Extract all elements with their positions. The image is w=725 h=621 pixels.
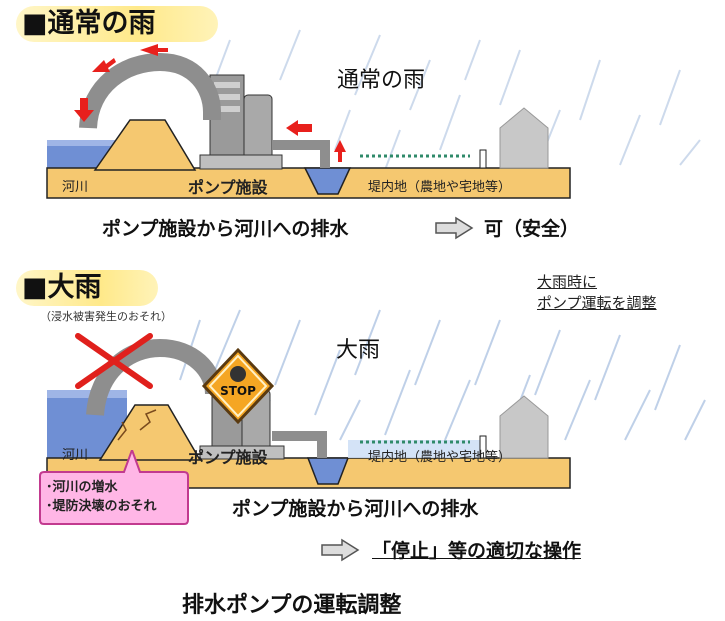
levee: [93, 119, 197, 171]
warning-callout-text: ･河川の増水 ･堤防決壊のおそれ: [46, 478, 157, 516]
house-icon: [499, 107, 549, 169]
heavy-rain-streaks: [179, 309, 706, 441]
adjust-note-line2: ポンプ運転を調整: [537, 294, 657, 312]
adjust-note-line1: 大雨時に: [537, 273, 598, 291]
pump-label-heavy: ポンプ施設: [188, 448, 268, 467]
inland-label-heavy: 堤内地（農地や宅地等）: [368, 450, 512, 465]
pump-label-normal: ポンプ施設: [188, 178, 268, 197]
inland-label-normal: 堤内地（農地や宅地等）: [368, 180, 512, 195]
caption-heavy-action: 「停止」等の適切な操作: [372, 540, 582, 562]
caption-normal-right: 可（安全）: [484, 218, 580, 240]
drain-channel: [303, 167, 352, 195]
section-tag-normal: ■通常の雨: [16, 6, 218, 42]
rain-label-heavy: 大雨: [336, 338, 381, 363]
arrow-right-icon: [435, 216, 474, 240]
figure-title: 排水ポンプの運転調整: [182, 593, 402, 618]
discharge-pipe-heavy: [86, 338, 223, 417]
flow-arrows: [74, 44, 346, 162]
inland-flood: [348, 440, 480, 458]
cross-icon: [75, 333, 153, 389]
adjust-note: 大雨時に ポンプ運転を調整: [537, 272, 657, 314]
warning-callout: [39, 450, 189, 525]
section-tag-heavy: ■大雨: [16, 270, 158, 306]
normal-rain-diagram: [46, 29, 701, 199]
heavy-subtitle: （浸水被害発生のおそれ）: [40, 310, 172, 323]
arrow-right-icon-heavy: [321, 538, 360, 562]
discharge-pipe: [79, 52, 221, 129]
crack-lines: [117, 409, 157, 441]
rain-label-normal: 通常の雨: [337, 68, 426, 93]
house-icon-heavy: [499, 395, 549, 459]
river-label-normal: 河川: [62, 180, 89, 195]
river-label-heavy: 河川: [62, 448, 89, 463]
callout-line-breach: ･堤防決壊のおそれ: [46, 499, 157, 514]
callout-line-rising: ･河川の増水: [46, 480, 118, 495]
stop-sign-label: STOP: [220, 384, 256, 398]
caption-heavy-main: ポンプ施設から河川への排水: [232, 498, 479, 520]
stop-sign-icon: [201, 347, 275, 425]
caption-normal-left: ポンプ施設から河川への排水: [102, 218, 349, 240]
